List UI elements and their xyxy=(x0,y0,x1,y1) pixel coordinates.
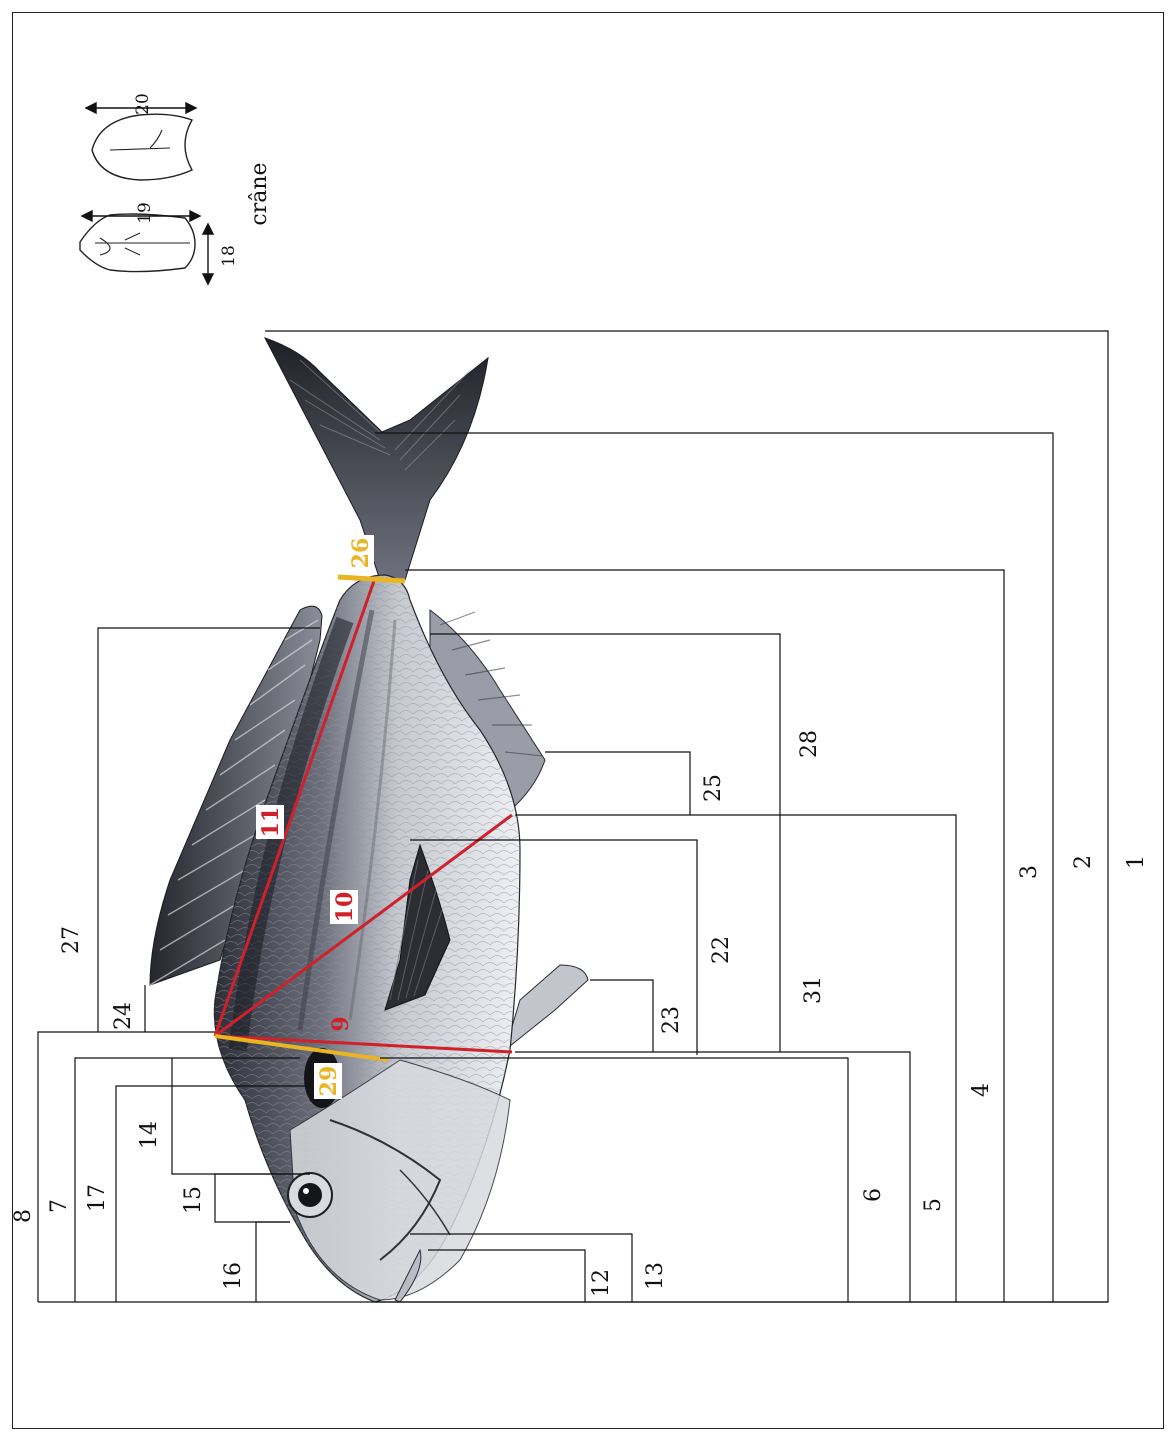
label-5: 5 xyxy=(921,1198,946,1212)
label-4: 4 xyxy=(969,1083,994,1097)
label-17: 17 xyxy=(85,1184,110,1212)
label-13: 13 xyxy=(643,1262,668,1290)
label-22: 22 xyxy=(709,936,734,964)
label-31: 31 xyxy=(801,976,826,1004)
label-24: 24 xyxy=(111,1002,136,1030)
label-18: 18 xyxy=(219,245,239,267)
label-28: 28 xyxy=(797,730,822,758)
label-7: 7 xyxy=(47,1199,72,1213)
label-26: 26 xyxy=(348,538,374,569)
label-3: 3 xyxy=(1017,865,1042,879)
label-23: 23 xyxy=(659,1006,684,1034)
skull-ventral-icon xyxy=(92,114,192,180)
label-15: 15 xyxy=(181,1186,206,1214)
label-2: 2 xyxy=(1071,855,1096,869)
label-29: 29 xyxy=(316,1066,342,1097)
label-9: 9 xyxy=(328,1016,354,1031)
skull-caption: crâne xyxy=(247,162,272,225)
label-16: 16 xyxy=(221,1262,246,1290)
caudal-fin xyxy=(265,338,488,580)
label-12: 12 xyxy=(589,1269,614,1297)
pelvic-fin xyxy=(505,965,588,1050)
label-8: 8 xyxy=(11,1209,36,1223)
measurement-labels: 1 2 3 4 5 6 7 8 12 13 14 15 16 17 18 19 … xyxy=(11,93,1149,1297)
label-1: 1 xyxy=(1124,855,1149,869)
label-19: 19 xyxy=(135,202,155,224)
label-11: 11 xyxy=(258,807,284,838)
label-25: 25 xyxy=(701,774,726,802)
label-27: 27 xyxy=(59,926,84,954)
label-10: 10 xyxy=(332,892,358,923)
label-20: 20 xyxy=(133,93,153,115)
label-6: 6 xyxy=(861,1188,886,1202)
label-14: 14 xyxy=(137,1121,162,1149)
fish-illustration-icon xyxy=(150,338,588,1302)
